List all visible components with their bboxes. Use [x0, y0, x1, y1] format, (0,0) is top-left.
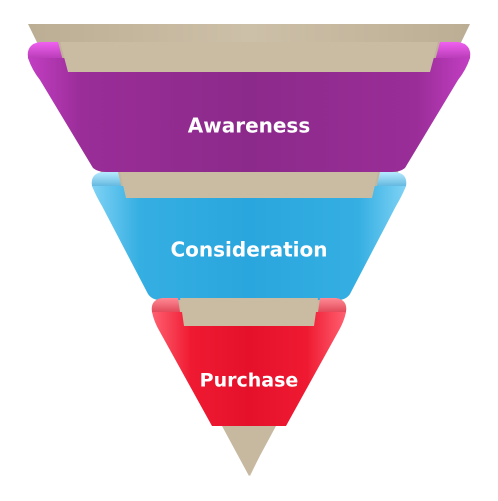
funnel-tip	[222, 426, 276, 476]
funnel-stage-awareness: Awareness	[27, 42, 471, 172]
stage-label-awareness: Awareness	[188, 114, 311, 138]
purchase-band	[152, 312, 346, 426]
consideration-inner-strip	[120, 172, 378, 198]
stage-label-purchase: Purchase	[200, 370, 299, 392]
funnel-stage-consideration: Consideration	[91, 172, 407, 300]
awareness-band	[28, 58, 470, 172]
funnel-stage-purchase: Purchase	[151, 298, 347, 426]
stage-label-consideration: Consideration	[170, 238, 327, 262]
consideration-band	[92, 186, 406, 300]
purchase-inner-strip	[180, 298, 318, 326]
awareness-inner-strip	[60, 42, 438, 72]
